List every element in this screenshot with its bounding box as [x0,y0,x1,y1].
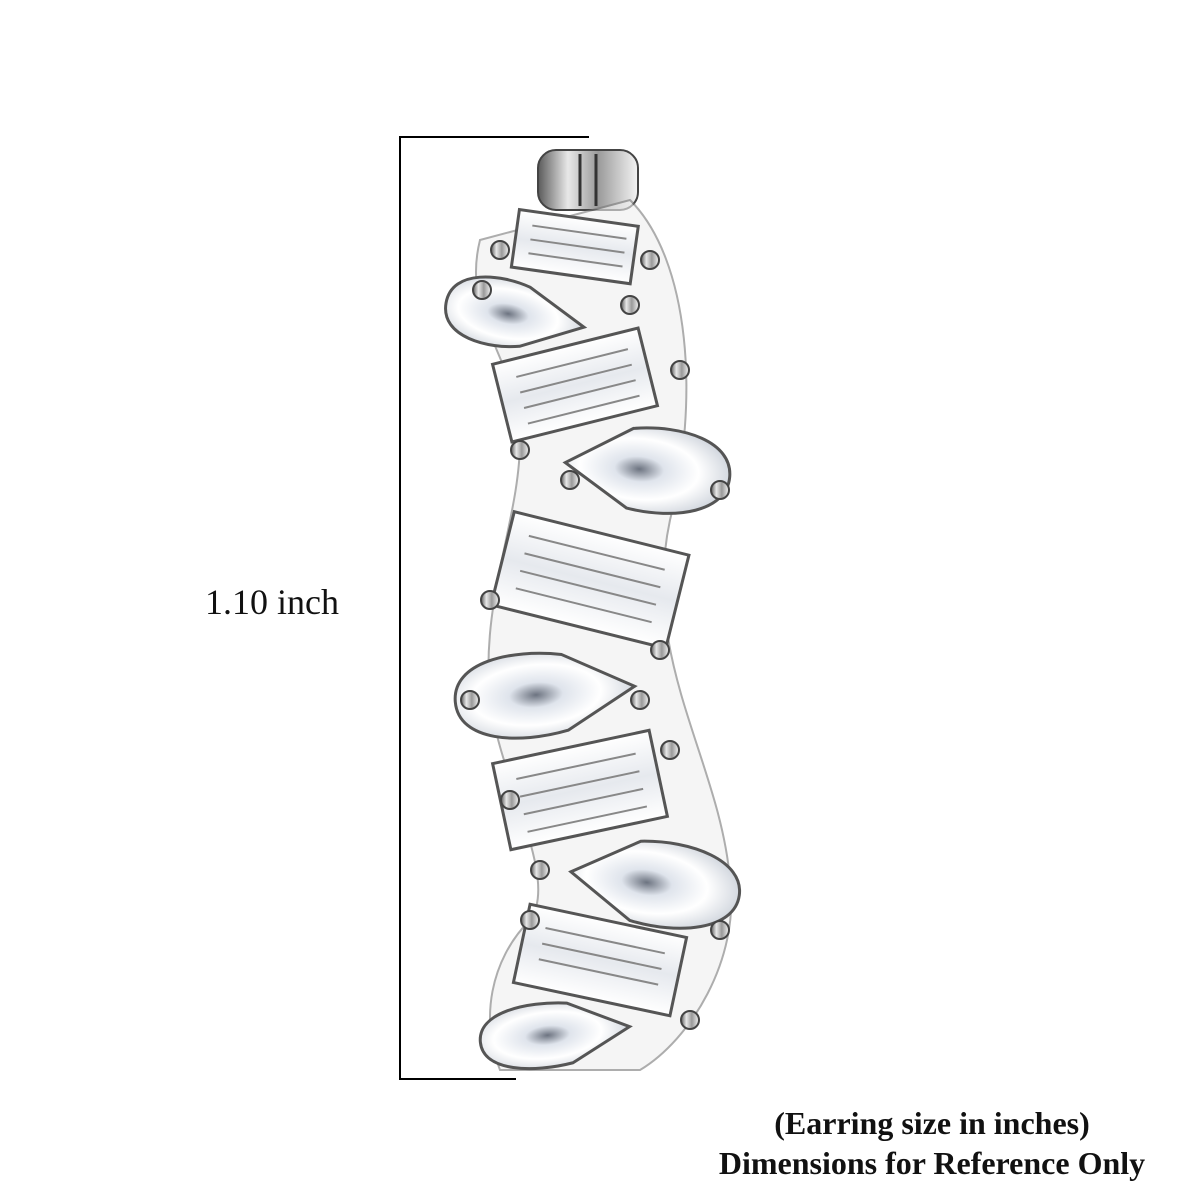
stone-baguette-2 [490,326,660,444]
dimension-bracket-line [399,136,401,1080]
dimension-bracket-top [399,136,589,138]
stone-baguette-5 [511,902,689,1018]
dimension-bracket-bottom [399,1078,516,1080]
stone-pear-3 [453,651,638,740]
earring-clasp [537,149,639,211]
stone-pear-5 [478,1001,633,1071]
stone-pear-4 [568,839,741,930]
earring-image [440,140,750,1080]
stone-pear-2 [562,426,732,515]
height-measurement-label: 1.10 inch [205,582,339,622]
stone-baguette-4 [490,728,670,852]
earring-illustration [444,149,741,1071]
metal-prongs [460,240,730,1030]
stone-baguette-3 [489,509,691,651]
stone-baguette-1 [509,207,640,286]
caption-earring-size: (Earring size in inches) [774,1105,1090,1141]
caption-reference-note: Dimensions for Reference Only [718,1145,1146,1181]
caption-block: (Earring size in inches) Dimensions for … [672,1103,1192,1183]
